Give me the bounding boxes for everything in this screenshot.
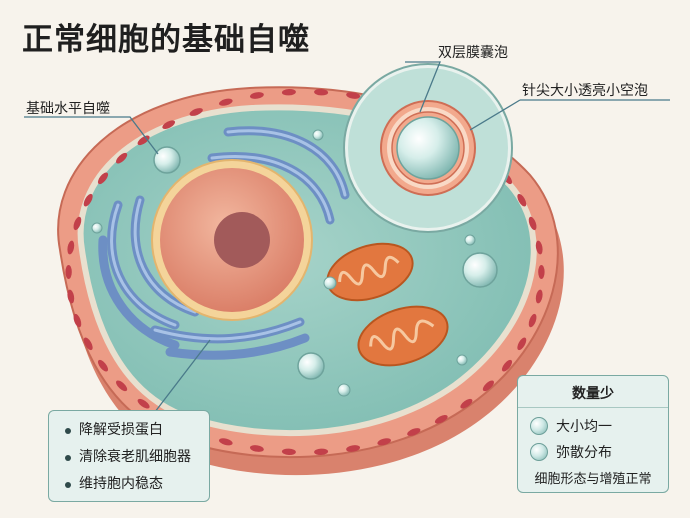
vacuole-dot-icon — [530, 417, 548, 435]
membrane-dash — [218, 98, 233, 106]
membrane-dash — [407, 428, 421, 436]
membrane-dash — [434, 414, 448, 424]
double-membrane-zoom — [343, 63, 513, 233]
membrane-dash — [137, 398, 150, 409]
membrane-dash — [528, 313, 537, 328]
membrane-dash — [501, 359, 513, 372]
membrane-dash — [528, 216, 537, 231]
page-title: 正常细胞的基础自噬 — [22, 22, 310, 58]
membrane-dash — [65, 265, 72, 279]
feature-item-label: 大小均一 — [556, 419, 612, 435]
membrane-dash — [517, 193, 527, 207]
membrane-dash — [189, 108, 203, 116]
membrane-dash — [535, 289, 543, 304]
label-basal-autophagy: 基础水平自噬 — [26, 101, 110, 117]
mitochondrion-lower — [357, 305, 449, 367]
label-pinpoint-vacuoles: 针尖大小透亮小空泡 — [522, 83, 648, 99]
function-item: 降解受损蛋白 — [65, 417, 209, 444]
membrane-dash — [73, 216, 82, 231]
mitochondrion-upper — [326, 242, 414, 302]
membrane-dash — [83, 193, 93, 207]
membrane-dash — [281, 88, 296, 96]
membrane-dash — [116, 152, 128, 164]
membrane-dash — [67, 289, 75, 304]
feature-box: 数量少 大小均一 弥散分布 细胞形态与增殖正常 — [517, 375, 669, 493]
membrane-dash — [281, 448, 296, 456]
feature-item-label: 弥散分布 — [556, 445, 612, 461]
function-item: 维持胞内稳态 — [65, 471, 209, 498]
membrane-dash — [377, 438, 392, 446]
membrane-dash — [538, 265, 545, 279]
feature-header: 数量少 — [572, 386, 614, 402]
nucleolus — [214, 212, 270, 268]
feature-divider — [518, 407, 668, 408]
membrane-dash — [73, 313, 82, 328]
membrane-dash — [116, 380, 128, 392]
autophagic-vacuoles — [91, 129, 498, 397]
er-highlight — [110, 129, 347, 341]
membrane-dash — [162, 120, 176, 130]
membrane-dash — [218, 438, 233, 446]
membrane-dash — [314, 448, 329, 456]
membrane-dash — [346, 92, 361, 99]
feature-footer: 细胞形态与增殖正常 — [534, 472, 652, 487]
feature-item-uniform: 大小均一 — [528, 414, 612, 438]
function-list: 降解受损蛋白 清除衰老肌细胞器 维持胞内稳态 — [49, 411, 209, 498]
membrane-dash — [249, 445, 264, 452]
membrane-dash — [460, 398, 473, 409]
membrane-dash — [97, 359, 109, 372]
label-double-membrane: 双层膜囊泡 — [438, 45, 508, 61]
membrane-dash — [249, 92, 264, 99]
membrane-dash — [535, 240, 543, 255]
membrane-dash — [517, 337, 527, 351]
membrane-dash — [97, 172, 109, 185]
membrane-dash — [346, 445, 361, 452]
membrane-dash — [83, 337, 93, 351]
vacuole-dot-icon — [530, 443, 548, 461]
membrane-dash — [314, 88, 329, 96]
feature-item-diffuse: 弥散分布 — [528, 440, 612, 464]
function-list-box: 降解受损蛋白 清除衰老肌细胞器 维持胞内稳态 — [48, 410, 210, 502]
membrane-dash — [67, 240, 75, 255]
function-item: 清除衰老肌细胞器 — [65, 444, 209, 471]
membrane-dash — [482, 380, 494, 392]
